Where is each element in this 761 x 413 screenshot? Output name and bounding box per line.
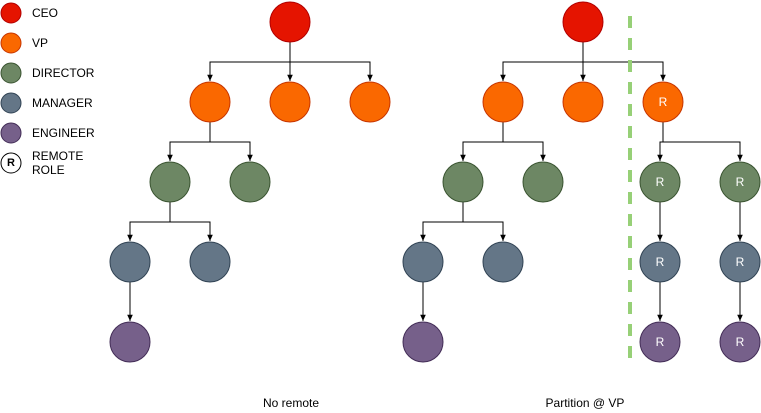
remote-manager-mark: R [656,255,665,269]
legend-remote-swatch [0,152,22,174]
legend-ceo-label: CEO [32,6,58,20]
remote-engineer-mark: R [736,335,745,349]
caption-no-remote: No remote [263,396,319,410]
edge-rvp-rdir2 [660,141,743,161]
diagram-no-remote: No remote [109,1,391,410]
node-director [149,161,191,203]
legend-ceo-swatch [0,2,22,24]
legend-item-remote: R REMOTE ROLE [0,149,83,177]
node-vp [189,81,231,123]
edge-dir1-mgr2 [170,221,213,241]
node-remote-manager [639,241,681,283]
edge-vp1-dir2 [210,141,253,161]
diagram-partition-at-vp: R R R R R R R Partition @ VP [402,1,761,410]
node-vp [349,81,391,123]
edge-vp1-dir1 [460,122,504,161]
node-remote-manager [719,241,761,283]
legend-remote-label-line1: REMOTE [32,149,83,163]
legend-vp-label: VP [32,36,48,50]
edge-vp1-dir2 [503,141,546,161]
edge-ceo-vp1 [207,42,291,81]
legend-item-vp: VP [0,32,48,54]
legend-manager-label: MANAGER [32,96,93,110]
legend-item-ceo: CEO [0,2,58,24]
node-remote-engineer [639,321,681,363]
legend-item-director: DIRECTOR [0,62,95,84]
legend-director-label: DIRECTOR [32,66,95,80]
edge-ceo-vp3 [290,61,373,81]
node-remote-director [719,161,761,203]
legend-item-engineer: ENGINEER [0,122,95,144]
legend: CEO VP DIRECTOR MANAGER ENGINEER R REMOT… [0,2,95,177]
remote-vp-mark: R [659,95,668,109]
node-director [442,161,484,203]
node-manager [482,241,524,283]
legend-engineer-label: ENGINEER [32,126,95,140]
legend-item-manager: MANAGER [0,92,93,114]
node-director [229,161,271,203]
legend-remote-mark: R [7,157,15,169]
node-manager [109,241,151,283]
node-manager [189,241,231,283]
edge-dir1-mgr1 [420,202,464,241]
node-engineer [109,321,151,363]
edge-dir1-mgr2 [463,221,506,241]
node-director [522,161,564,203]
caption-partition-at-vp: Partition @ VP [546,396,625,410]
remote-director-mark: R [656,175,665,189]
node-engineer [402,321,444,363]
node-vp [482,81,524,123]
node-vp [269,81,311,123]
edges-right [420,42,743,321]
legend-director-swatch [0,62,22,84]
legend-engineer-swatch [0,122,22,144]
legend-vp-swatch [0,32,22,54]
node-remote-engineer [719,321,761,363]
legend-remote-label-line2: ROLE [32,163,65,177]
node-ceo [562,1,604,43]
edge-ceo-vp1 [500,42,584,81]
edge-dir1-mgr1 [127,202,171,241]
node-ceo [269,1,311,43]
remote-manager-mark: R [736,255,745,269]
node-vp [562,81,604,123]
remote-director-mark: R [736,175,745,189]
legend-manager-swatch [0,92,22,114]
edge-vp1-dir1 [167,122,211,161]
node-remote-vp [642,81,684,123]
node-remote-director [639,161,681,203]
edges-left [127,42,373,321]
edge-ceo-vp3-remote [583,61,666,81]
remote-engineer-mark: R [656,335,665,349]
node-manager [402,241,444,283]
